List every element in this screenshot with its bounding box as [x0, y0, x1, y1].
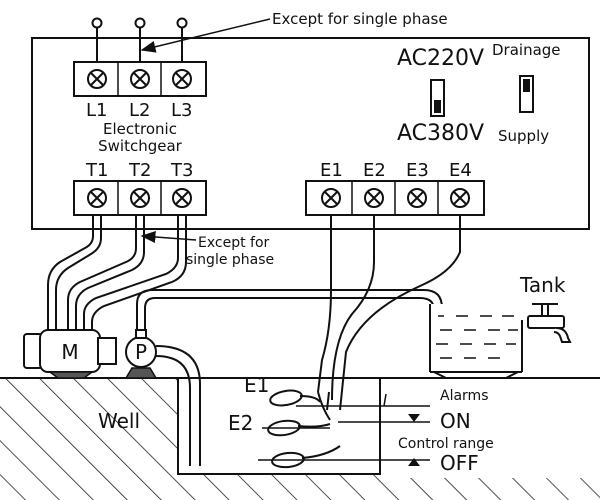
- terminal-screw-icon: [321, 188, 470, 208]
- terminal-label-t1: T1: [85, 160, 108, 181]
- switchgear-label-line1: Electronic: [103, 120, 177, 138]
- legend-off: OFF: [440, 451, 479, 475]
- terminal-screw-icon: [87, 69, 192, 89]
- mode-selector-switch[interactable]: [519, 75, 534, 113]
- voltage-selector-switch[interactable]: [430, 79, 445, 117]
- water-tank: [429, 304, 523, 379]
- terminal-label-l1: L1: [86, 100, 107, 121]
- output-terminal-block: [73, 180, 207, 216]
- terminal-label-e4: E4: [449, 160, 472, 181]
- terminal-label-l3: L3: [171, 100, 192, 121]
- motor-cables: [47, 215, 187, 338]
- well-label: Well: [98, 409, 140, 433]
- terminal-screw-icon: [87, 188, 192, 208]
- legend-on: ON: [440, 409, 471, 433]
- on-level-marker: [408, 414, 420, 422]
- terminal-label-t3: T3: [170, 160, 193, 181]
- terminal-label-e1: E1: [320, 160, 343, 181]
- suction-pipe: [155, 345, 201, 466]
- terminal-label-t2: T2: [128, 160, 151, 181]
- mid-note-arrow: [140, 231, 197, 243]
- mid-note-line1: Except for: [198, 235, 270, 251]
- tank-label: Tank: [519, 273, 566, 297]
- pump-label: P: [135, 340, 147, 364]
- voltage-label-220: AC220V: [397, 46, 484, 71]
- pump: [124, 329, 158, 379]
- probe-label-e2: E2: [228, 411, 253, 435]
- probe-label-e1: E1: [244, 373, 269, 397]
- sensor-cables: [317, 215, 461, 411]
- legend-control-range: Control range: [398, 436, 494, 452]
- terminal-label-e3: E3: [406, 160, 429, 181]
- input-terminal-block: [73, 61, 207, 97]
- voltage-label-380: AC380V: [397, 121, 484, 146]
- electrode-terminal-block: [305, 180, 485, 216]
- level-lines: [258, 393, 430, 461]
- mid-note-line2: single phase: [186, 252, 274, 268]
- motor: [23, 329, 117, 379]
- top-note-arrow: [140, 18, 271, 53]
- legend-alarms: Alarms: [440, 388, 489, 404]
- motor-label: M: [61, 340, 78, 364]
- top-note: Except for single phase: [272, 10, 448, 28]
- terminal-label-l2: L2: [129, 100, 150, 121]
- delivery-pipe: [136, 289, 443, 330]
- faucet-icon: [527, 303, 572, 343]
- mode-label-drainage: Drainage: [492, 41, 561, 59]
- terminal-label-e2: E2: [363, 160, 386, 181]
- switchgear-label-line2: Switchgear: [98, 137, 183, 155]
- mode-label-supply: Supply: [498, 127, 549, 145]
- off-level-marker: [408, 458, 420, 466]
